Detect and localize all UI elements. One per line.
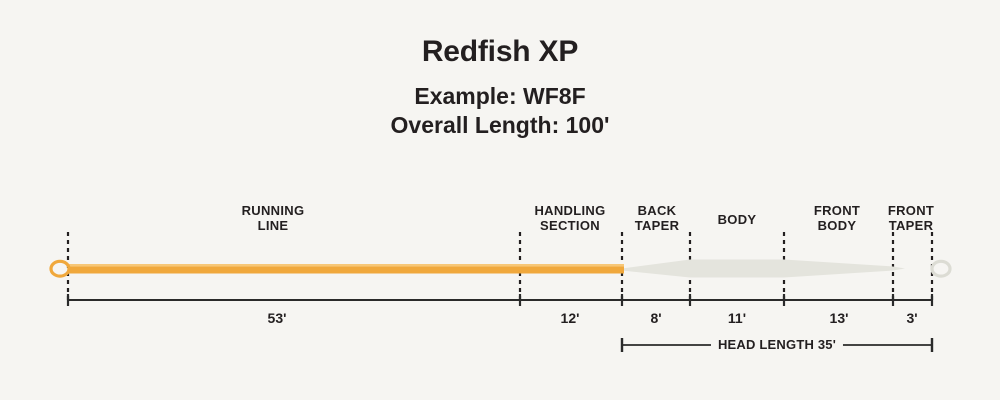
section-measure-back-taper: 8'	[650, 310, 662, 326]
head-length-caption: HEAD LENGTH 35'	[710, 337, 844, 352]
section-measure-front-taper: 3'	[906, 310, 918, 326]
running-line-body	[68, 264, 624, 274]
section-label-front-taper: FRONT TAPER	[887, 203, 935, 234]
front-welded-loop-icon	[930, 259, 952, 278]
section-label-body: BODY	[717, 212, 757, 227]
section-label-handling-section: HANDLING SECTION	[534, 203, 606, 234]
example-label: Example: WF8F	[414, 82, 586, 109]
heading-block: Redfish XP Example: WF8F Overall Length:…	[0, 36, 1000, 140]
taper-profile-shape	[622, 259, 905, 278]
section-measure-running-line: 53'	[267, 310, 287, 326]
section-label-back-taper: BACK TAPER	[634, 203, 680, 234]
measurement-ruler	[66, 294, 934, 306]
heading-subtitle-group: Example: WF8F Overall Length: 100'	[0, 82, 1000, 141]
rear-welded-loop-icon	[49, 259, 71, 278]
page-title: Redfish XP	[421, 35, 579, 68]
overall-length-label: Overall Length: 100'	[390, 111, 610, 138]
section-label-running-line: RUNNING LINE	[241, 203, 305, 234]
section-measure-body: 11'	[727, 310, 747, 326]
section-measure-handling-section: 12'	[560, 310, 580, 326]
section-label-front-body: FRONT BODY	[813, 203, 861, 234]
section-measure-front-body: 13'	[829, 310, 849, 326]
running-line-highlight	[68, 264, 624, 267]
